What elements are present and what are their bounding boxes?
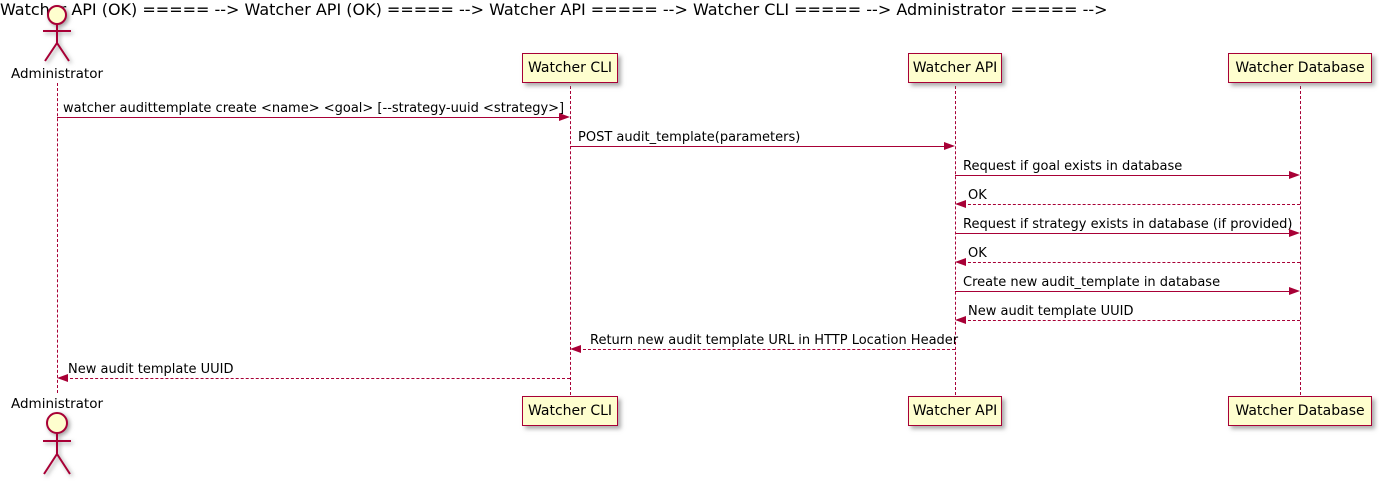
lifeline-watcher-database xyxy=(1299,86,1301,395)
message-arrow xyxy=(958,204,1300,205)
lifeline-administrator xyxy=(56,83,58,393)
arrowhead-icon xyxy=(955,200,966,208)
participant-watcher-api-bottom: Watcher API xyxy=(908,396,1002,426)
message-arrow xyxy=(955,233,1290,234)
participant-watcher-database-bottom: Watcher Database xyxy=(1228,396,1372,426)
lifeline-watcher-api xyxy=(954,86,956,395)
arrowhead-icon xyxy=(955,258,966,266)
message-label: watcher audittemplate create <name> <goa… xyxy=(63,101,565,116)
participant-watcher-cli-bottom: Watcher CLI xyxy=(522,396,618,426)
message-label: Create new audit_template in database xyxy=(963,275,1221,290)
message-arrow xyxy=(958,320,1300,321)
message-arrow xyxy=(955,291,1290,292)
actor-icon-top xyxy=(43,5,71,62)
arrowhead-icon xyxy=(944,142,955,150)
arrowhead-icon xyxy=(955,316,966,324)
message-arrow xyxy=(570,146,945,147)
message-label: New audit template UUID xyxy=(968,304,1134,319)
actor-icon-bottom xyxy=(43,412,71,475)
arrowhead-icon xyxy=(570,345,581,353)
arrowhead-icon xyxy=(1289,171,1300,179)
arrowhead-icon xyxy=(1289,287,1300,295)
message-label: OK xyxy=(968,246,987,261)
message-arrow xyxy=(573,349,955,350)
message-label: Return new audit template URL in HTTP Lo… xyxy=(590,333,959,348)
message-arrow xyxy=(955,175,1290,176)
message-arrow xyxy=(958,262,1300,263)
message-label: New audit template UUID xyxy=(68,362,234,377)
lifeline-watcher-cli xyxy=(569,86,571,395)
actor-label-top: Administrator xyxy=(10,66,104,82)
message-label: Request if strategy exists in database (… xyxy=(963,217,1293,232)
message-label: OK xyxy=(968,188,987,203)
participant-watcher-database-top: Watcher Database xyxy=(1228,53,1372,83)
arrowhead-icon xyxy=(1289,229,1300,237)
message-arrow xyxy=(57,117,560,118)
arrowhead-icon xyxy=(57,374,68,382)
participant-watcher-api-top: Watcher API xyxy=(908,53,1002,83)
participant-watcher-cli-top: Watcher CLI xyxy=(522,53,618,83)
message-label: Request if goal exists in database xyxy=(963,159,1183,174)
message-label: POST audit_template(parameters) xyxy=(578,130,801,145)
arrowhead-icon xyxy=(559,113,570,121)
actor-label-bottom: Administrator xyxy=(10,396,104,412)
message-arrow xyxy=(60,378,570,379)
